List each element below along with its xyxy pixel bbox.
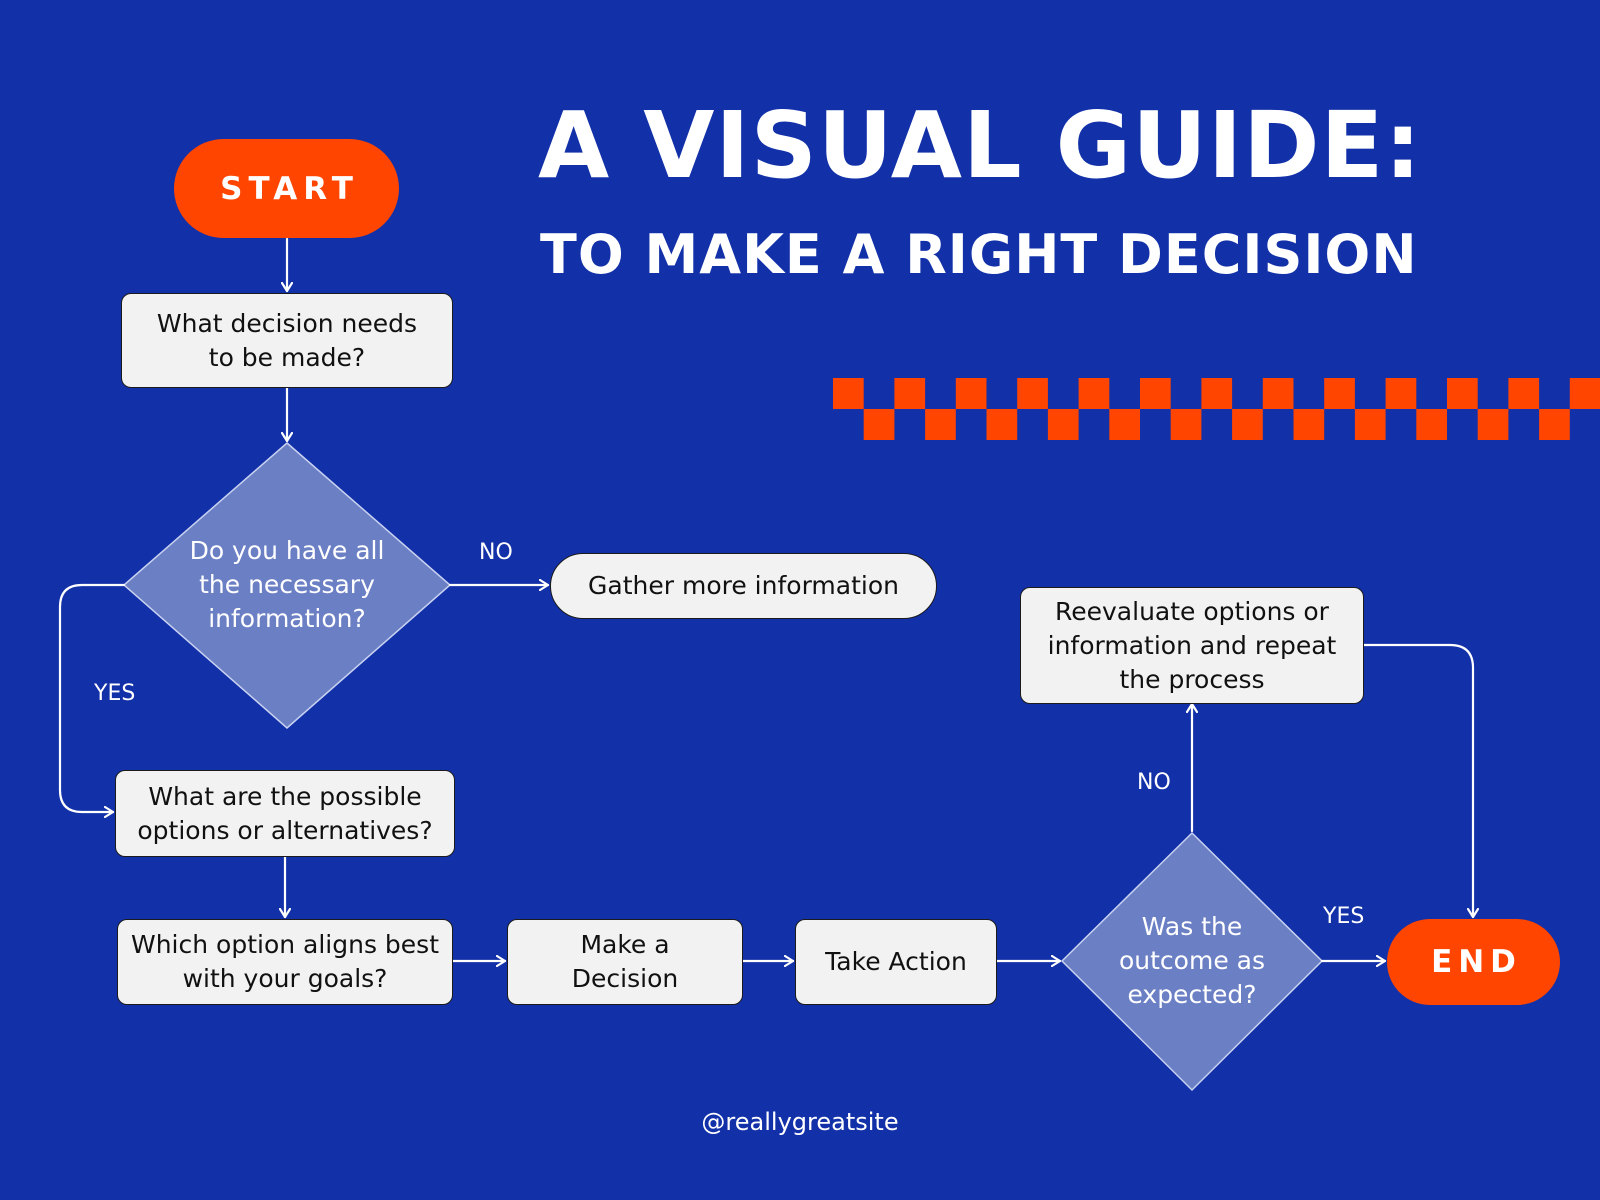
checker-cell	[1109, 409, 1140, 440]
question-outcome-expected: Was the outcome as expected?	[1118, 912, 1265, 1009]
edge-label-yes-outcome: YES	[1323, 904, 1365, 929]
page-subtitle: TO MAKE A RIGHT DECISION	[540, 223, 1418, 286]
checker-cell	[1232, 409, 1263, 440]
checker-cell	[955, 378, 987, 409]
checker-cell	[1170, 409, 1202, 440]
checker-cell	[1293, 409, 1325, 440]
checker-cell	[986, 409, 1018, 440]
checker-cell	[833, 378, 864, 409]
edge-label-no-outcome: NO	[1137, 770, 1171, 795]
checkerboard-decoration	[833, 378, 1600, 440]
step-possible-options: What are the possible options or alterna…	[115, 770, 455, 857]
start-terminal: START	[174, 139, 399, 238]
checker-cell	[925, 409, 956, 440]
end-terminal: END	[1387, 919, 1560, 1005]
checker-cell	[1262, 378, 1294, 409]
checker-cell	[1447, 378, 1478, 409]
step-reevaluate: Reevaluate options or information and re…	[1020, 587, 1364, 704]
checker-cell	[1539, 409, 1570, 440]
checker-cell	[1385, 378, 1417, 409]
footer-handle: @reallygreatsite	[701, 1108, 899, 1136]
checker-cell	[1017, 378, 1048, 409]
step-take-action: Take Action	[795, 919, 997, 1005]
checker-cell	[1508, 378, 1540, 409]
edge-label-no-information: NO	[479, 540, 513, 565]
checker-cell	[1477, 409, 1509, 440]
decision-diamond-info	[122, 442, 452, 729]
checker-cell	[1569, 378, 1600, 409]
connector-info-yes-to-options	[58, 583, 126, 812]
checker-cell	[863, 409, 895, 440]
question-necessary-information: Do you have all the necessary informatio…	[189, 536, 385, 633]
checker-cell	[1201, 378, 1233, 409]
checker-cell	[1354, 409, 1386, 440]
checker-cell	[1140, 378, 1171, 409]
step-decision-needed: What decision needs to be made?	[121, 293, 453, 388]
connector-reevaluate-to-end	[1362, 643, 1473, 919]
step-align-goals: Which option aligns best with your goals…	[117, 919, 453, 1005]
step-make-decision: Make a Decision	[507, 919, 743, 1005]
checker-cell	[1078, 378, 1110, 409]
edge-label-yes-information: YES	[94, 681, 136, 706]
step-gather-information: Gather more information	[550, 553, 937, 619]
page-title: A VISUAL GUIDE:	[538, 92, 1423, 199]
checker-cell	[894, 378, 926, 409]
checker-cell	[1416, 409, 1447, 440]
checker-cell	[1047, 409, 1079, 440]
decision-diamond-outcome	[1060, 831, 1324, 1092]
checker-cell	[1324, 378, 1355, 409]
